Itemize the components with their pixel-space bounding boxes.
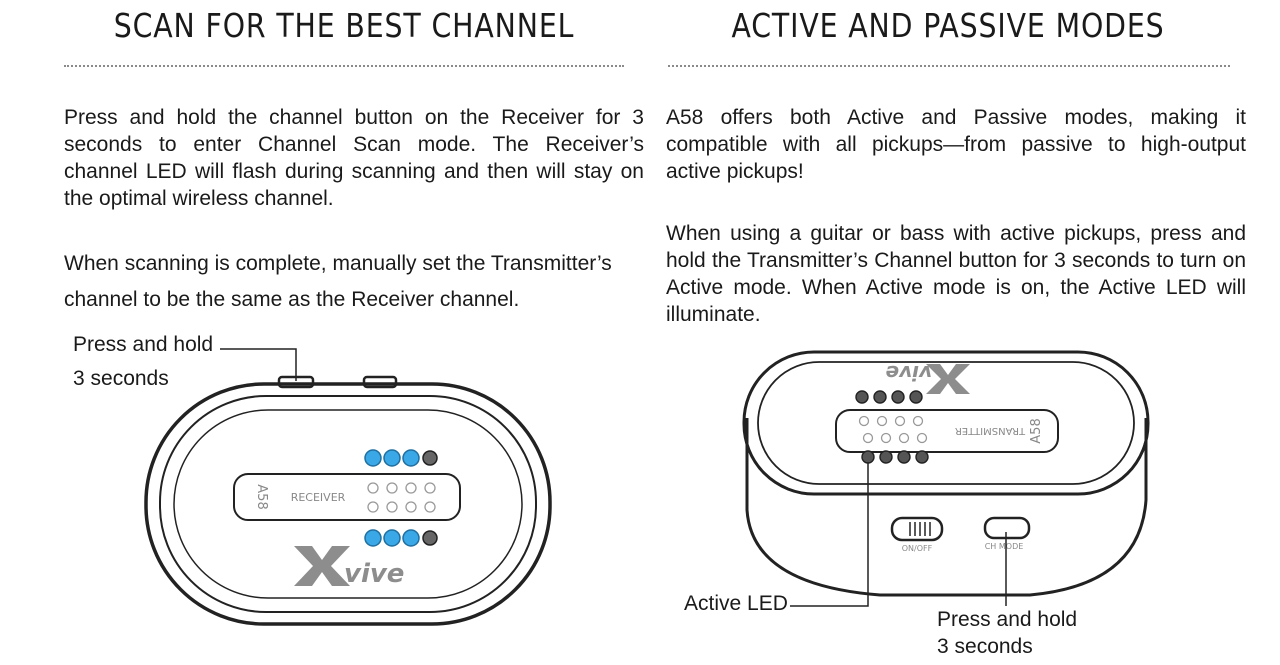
led-off-icon: [891, 390, 905, 404]
led-lit-icon: [402, 449, 420, 467]
power-switch-label: ON/OFF: [902, 544, 933, 553]
right-section-title: ACTIVE AND PASSIVE MODES: [731, 6, 1165, 45]
modes-overview: A58 offers both Active and Passive modes…: [666, 106, 1246, 183]
receiver-model-label: A58: [254, 484, 269, 509]
receiver-button-callout: Press and hold 3 seconds: [73, 328, 213, 396]
transmitter-model-label: A58: [1029, 418, 1044, 443]
receiver-brand-text: vive: [344, 559, 404, 589]
transmitter-channel-indicators: [858, 415, 928, 444]
callout-line-2: 3 seconds: [73, 367, 169, 390]
left-section-title: SCAN FOR THE BEST CHANNEL: [113, 6, 575, 45]
led-off-icon: [915, 450, 929, 464]
led-lit-icon: [402, 529, 420, 547]
power-switch-grip: [909, 522, 931, 536]
transmitter-lid: [742, 350, 1150, 496]
receiver-callout-leader: [220, 348, 297, 381]
active-led-icon: [861, 450, 875, 464]
active-mode-instructions: When using a guitar or bass with active …: [666, 222, 1246, 326]
led-lit-icon: [383, 449, 401, 467]
receiver-led-row-top: [364, 449, 438, 467]
callout-line-1: Press and hold: [937, 608, 1078, 631]
led-lit-icon: [383, 529, 401, 547]
led-off-icon: [909, 390, 923, 404]
xvive-logo-icon: vive: [294, 546, 404, 589]
led-off-icon: [879, 450, 893, 464]
receiver-face: [173, 409, 523, 599]
receiver-label-panel: [233, 473, 461, 521]
active-led-callout: Active LED: [684, 592, 788, 615]
ch-mode-label: CH MODE: [985, 542, 1024, 551]
led-lit-icon: [364, 529, 382, 547]
transmitter-led-row-bottom: [861, 450, 929, 464]
callout-line-1: Press and hold: [73, 333, 214, 356]
right-title-divider: [668, 65, 1230, 67]
led-off-icon: [873, 390, 887, 404]
transmitter-name-label: TRANSMITTER: [955, 425, 1026, 436]
transmitter-illustration: [742, 350, 1150, 597]
transmitter-lid-inner: [757, 361, 1135, 485]
receiver-inner-bezel: [159, 395, 537, 613]
transmitter-led-row-top: [855, 390, 923, 404]
led-off-icon: [855, 390, 869, 404]
active-led-callout-leader: [790, 463, 869, 607]
led-off-icon: [422, 530, 438, 546]
receiver-illustration: [144, 375, 552, 626]
transmitter-label-panel: [835, 409, 1059, 453]
transmitter-body-side: [745, 418, 1148, 597]
receiver-led-row-bottom: [364, 529, 438, 547]
channel-scan-instructions: Press and hold the channel button on the…: [64, 106, 644, 210]
channel-match-instructions: When scanning is complete, manually set …: [64, 252, 612, 311]
led-off-icon: [422, 450, 438, 466]
receiver-name-label: RECEIVER: [291, 491, 346, 504]
receiver-channel-indicators: [367, 482, 436, 513]
transmitter-brand-text: vive: [886, 361, 933, 385]
transmitter-button-callout: Press and hold 3 seconds: [937, 606, 1077, 660]
callout-line-2: 3 seconds: [937, 635, 1033, 658]
led-lit-icon: [364, 449, 382, 467]
receiver-body: [144, 382, 552, 626]
receiver-top-button: [362, 375, 398, 389]
xvive-logo-icon: vive: [886, 361, 970, 394]
left-title-divider: [64, 65, 624, 67]
ch-mode-button: [983, 516, 1031, 540]
power-switch: [890, 516, 944, 542]
led-off-icon: [897, 450, 911, 464]
